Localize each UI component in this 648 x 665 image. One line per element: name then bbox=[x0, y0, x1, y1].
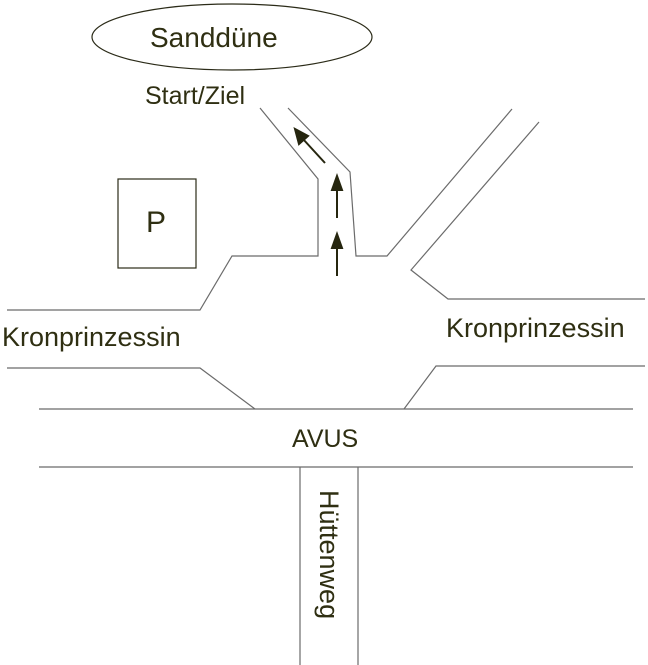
parking-label: P bbox=[146, 206, 167, 239]
sandduene-ellipse bbox=[91, 3, 373, 71]
arrow-up-lower-head bbox=[330, 231, 344, 249]
parking-box bbox=[117, 178, 197, 269]
start-ziel-right-edge bbox=[287, 107, 513, 257]
avus-label: AVUS bbox=[292, 425, 359, 453]
diagonal-road-right-edge bbox=[410, 121, 645, 300]
arrow-up-upper-head bbox=[330, 173, 344, 191]
huettenweg-label: Hüttenweg bbox=[314, 490, 344, 620]
arrows bbox=[293, 127, 344, 276]
arrow-diagonal-shaft bbox=[302, 138, 326, 164]
kronprinzessin-left-road-top-edge bbox=[7, 107, 319, 311]
start-ziel-label: Start/Ziel bbox=[145, 82, 246, 110]
arrow-diagonal-head bbox=[293, 127, 310, 146]
kronprinzessin-left-road-bottom-edge bbox=[7, 367, 256, 410]
kronprinzessin-left-label: Kronprinzessin bbox=[2, 322, 181, 352]
sandduene-label: Sanddüne bbox=[150, 22, 278, 53]
kronprinzessin-right-road-bottom-edge bbox=[403, 365, 645, 410]
kronprinzessin-right-label: Kronprinzessin bbox=[446, 313, 625, 343]
roads bbox=[7, 107, 645, 665]
